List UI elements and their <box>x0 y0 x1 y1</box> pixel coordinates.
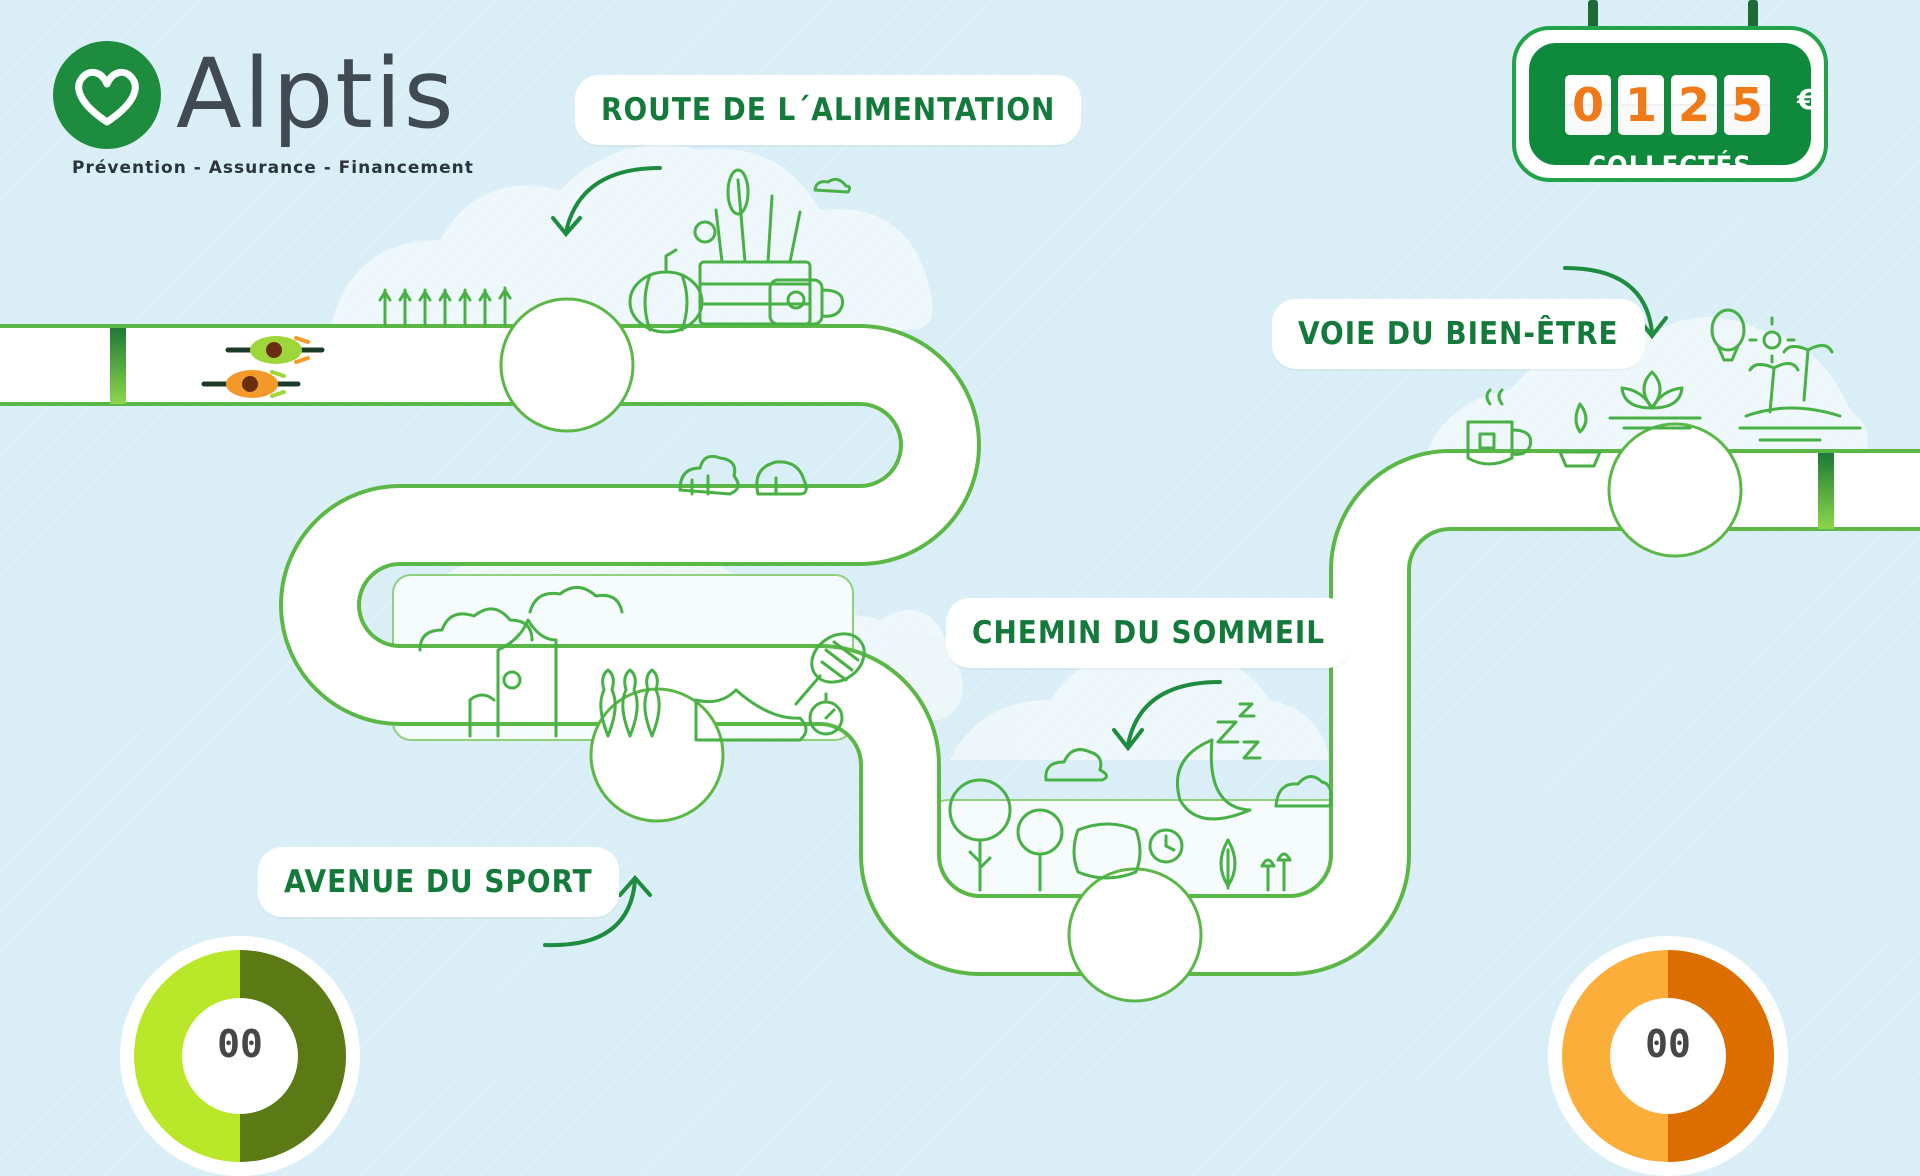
cyclist-green[interactable] <box>225 336 325 364</box>
alarm-clock-icon <box>1148 828 1184 864</box>
bowling-pins-icon <box>599 668 661 738</box>
cloud-icon <box>528 586 624 614</box>
tree-icon <box>1016 808 1064 892</box>
pumpkin-icon <box>628 248 704 334</box>
currency-symbol: € <box>1797 83 1817 116</box>
road-label-bien-etre[interactable]: VOIE DU BIEN-ÊTRE <box>1272 299 1645 369</box>
sneaker-icon <box>694 688 808 742</box>
tea-cup-icon <box>1466 388 1533 466</box>
watering-can-icon <box>768 278 845 326</box>
counter-digit: 5 <box>1724 75 1770 135</box>
counter-label: COLLECTÉS <box>1588 151 1752 182</box>
alptis-logo: Alptis Prévention - Assurance - Financem… <box>52 40 492 190</box>
small-cloud-icon <box>813 177 852 194</box>
tree-icon <box>1219 838 1237 890</box>
cloud-icon <box>1274 775 1333 808</box>
brand-name: Alptis <box>176 38 456 150</box>
trees-illustration <box>678 454 808 496</box>
collected-counter: 0 1 2 5 € COLLECTÉS <box>1508 0 1838 188</box>
tree-icon <box>948 778 1012 892</box>
wheat-icon <box>378 286 512 327</box>
counter-board: 0 1 2 5 € COLLECTÉS <box>1512 26 1828 182</box>
cyclist-orange[interactable] <box>201 370 301 398</box>
road <box>0 324 1920 976</box>
stopwatch-icon <box>808 692 844 736</box>
counter-hanger <box>1748 0 1758 42</box>
counter-digits: 0 1 2 5 <box>1565 75 1770 135</box>
hot-air-balloon-icon <box>1710 308 1746 362</box>
sun-icon <box>1748 316 1796 364</box>
pillow-icon <box>1072 822 1142 880</box>
lotus-icon <box>1608 370 1702 430</box>
counter-panel: 0 1 2 5 € COLLECTÉS <box>1526 40 1817 182</box>
road-label-sommeil[interactable]: CHEMIN DU SOMMEIL <box>946 598 1352 668</box>
counter-hanger <box>1588 0 1598 42</box>
counter-digit: 1 <box>1618 75 1664 135</box>
cloud-icon <box>418 607 534 652</box>
vegetable-crate-icon <box>693 168 812 326</box>
counter-digit: 2 <box>1671 75 1717 135</box>
game-scene <box>0 145 1920 1003</box>
gauge-right: 00 <box>1548 936 1788 1176</box>
wellbeing-illustration <box>1466 308 1862 468</box>
moon-icon <box>1175 738 1252 821</box>
gauge-value: 00 <box>217 1022 263 1066</box>
tree-stump-icon <box>468 618 558 738</box>
road-checkpoints <box>499 297 1743 1003</box>
cloud-icon <box>1044 748 1108 782</box>
tulips-icon <box>1260 852 1292 892</box>
zzz-icon <box>1216 702 1262 760</box>
road-label-alimentation[interactable]: ROUTE DE L´ALIMENTATION <box>575 75 1082 145</box>
finish-gate <box>1818 453 1834 529</box>
heart-logo-icon <box>53 41 161 149</box>
pointer-arrows <box>543 166 1668 948</box>
start-gate <box>110 328 126 404</box>
gauge-value: 00 <box>1645 1022 1691 1066</box>
tennis-racket-icon <box>794 632 866 706</box>
sleep-illustration <box>948 702 1333 892</box>
food-illustration <box>378 168 852 334</box>
candle-icon <box>1558 402 1602 468</box>
palm-island-icon <box>1738 344 1862 442</box>
sport-illustration <box>418 586 866 742</box>
gauge-left: 00 <box>120 936 360 1176</box>
brand-tagline: Prévention - Assurance - Financement <box>72 158 474 178</box>
road-label-sport[interactable]: AVENUE DU SPORT <box>258 847 619 917</box>
counter-digit: 0 <box>1565 75 1611 135</box>
